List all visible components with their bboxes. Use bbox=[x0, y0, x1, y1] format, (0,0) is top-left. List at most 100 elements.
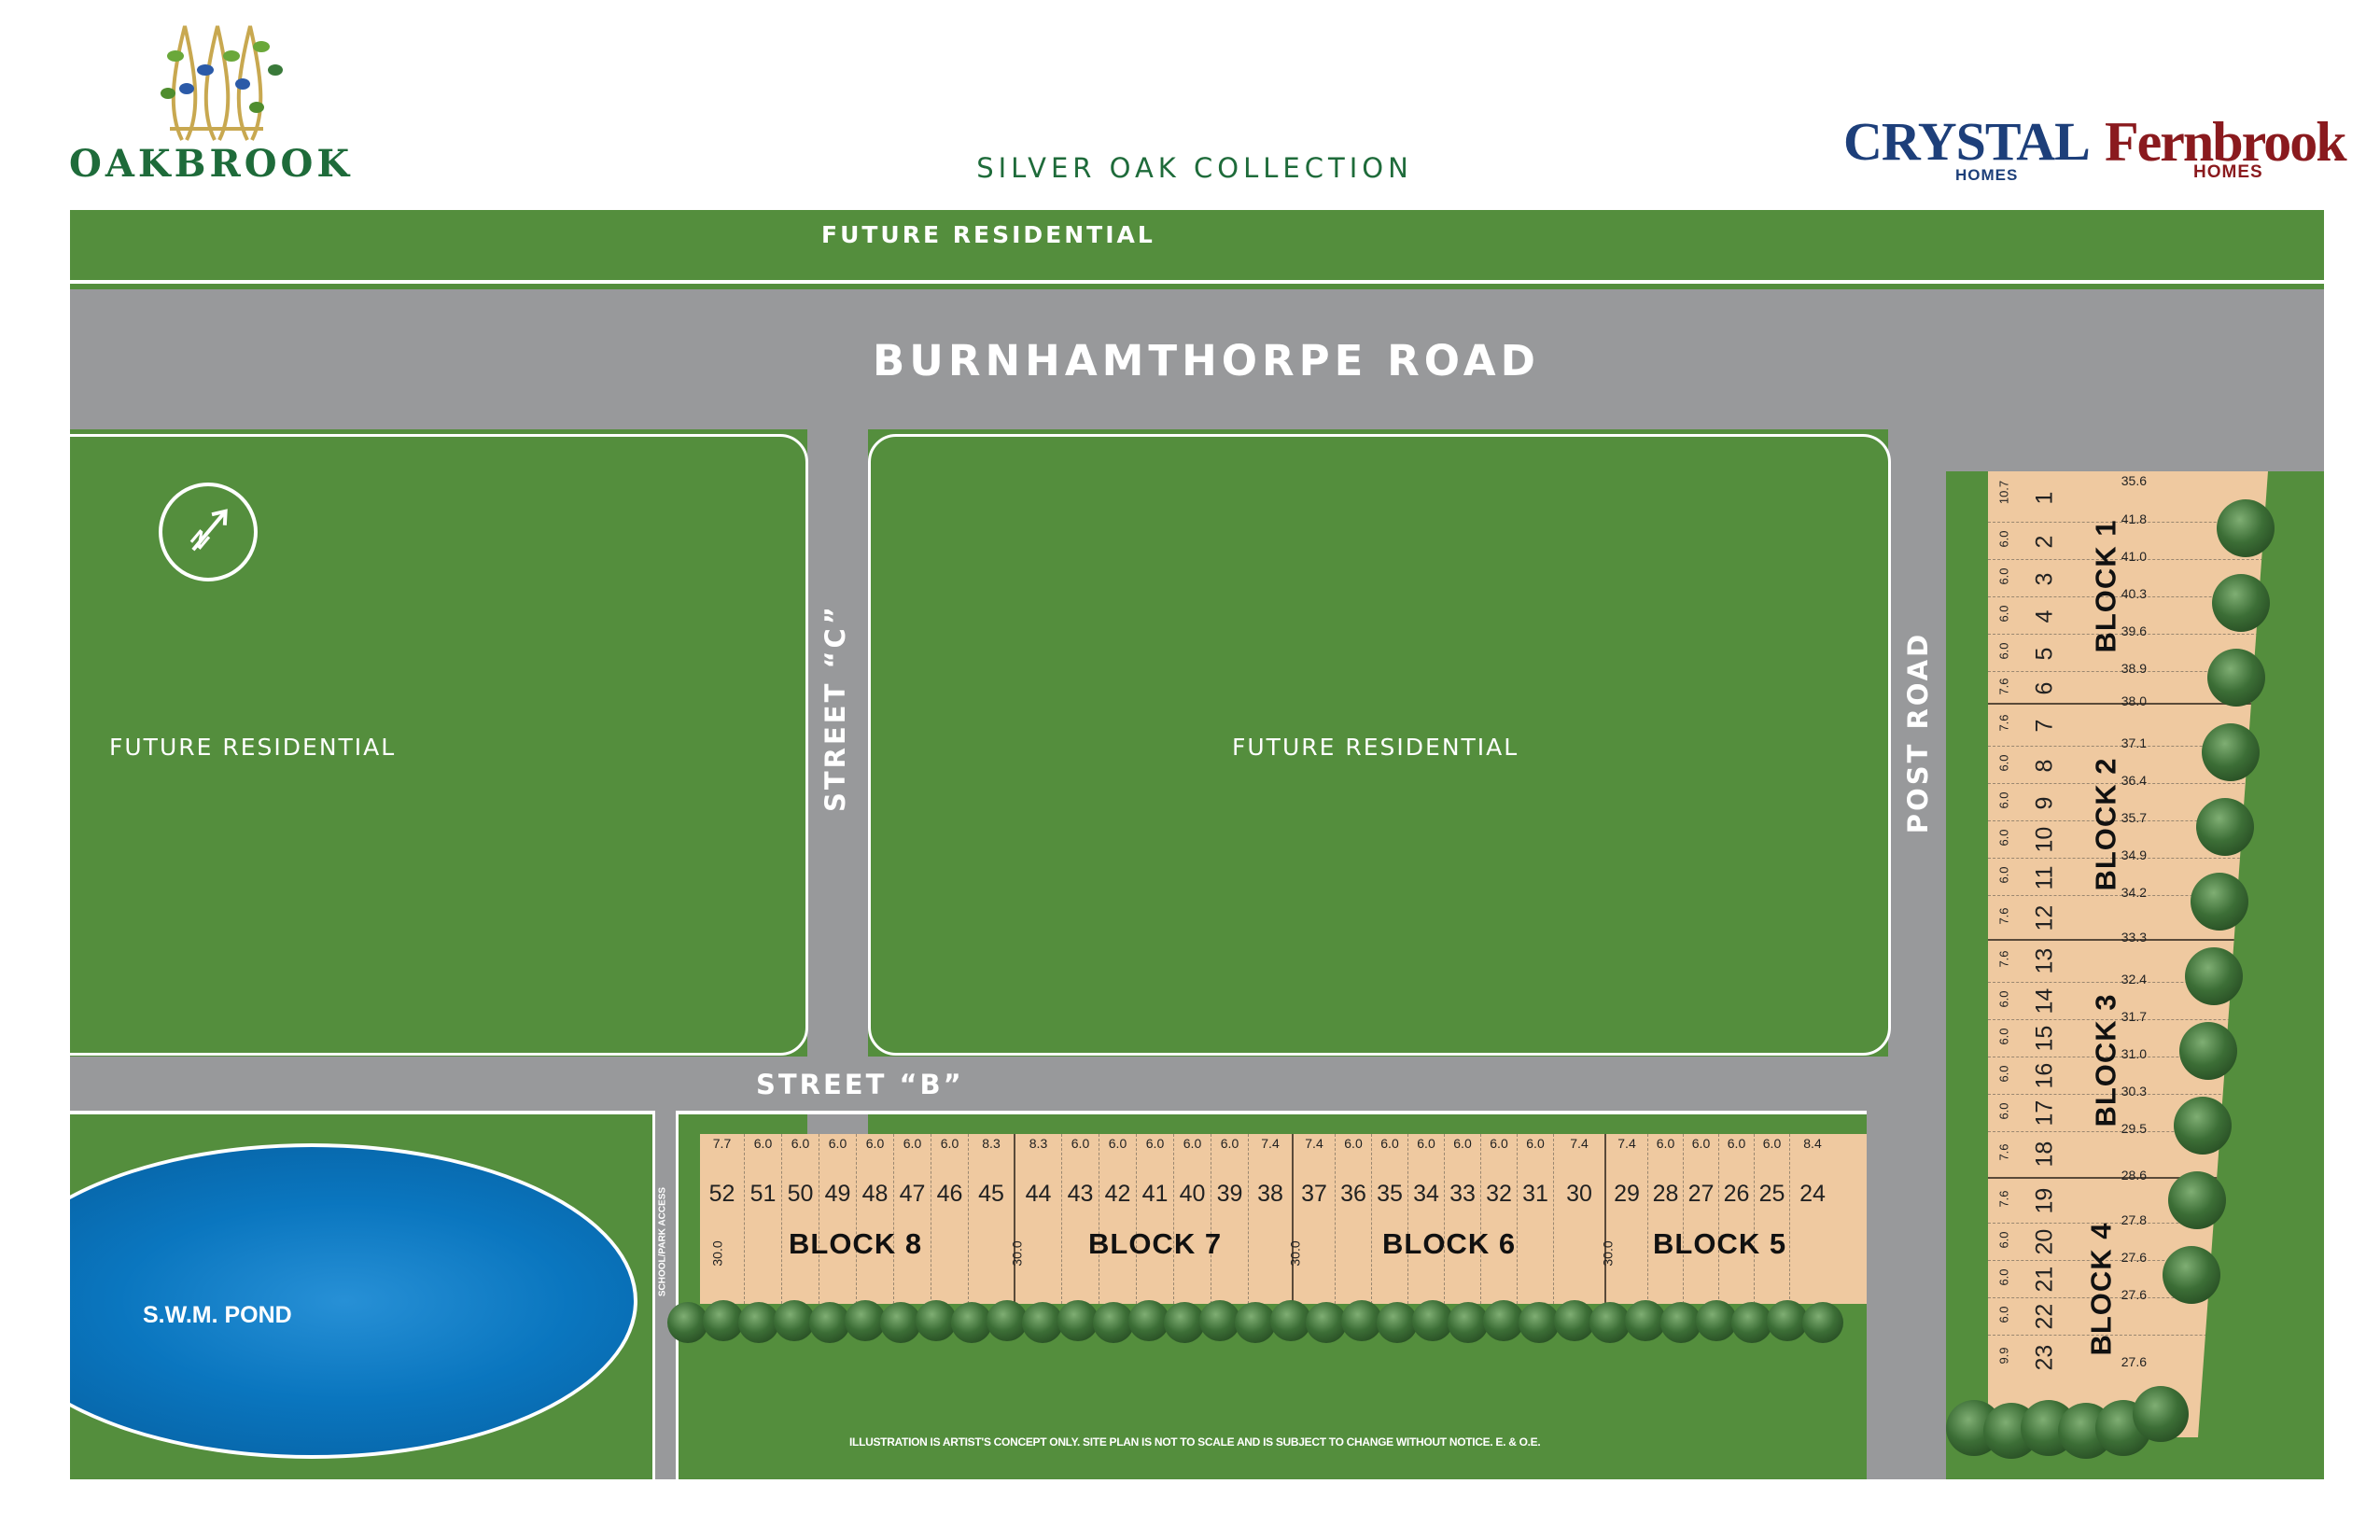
lot-number: 5 bbox=[2031, 647, 2058, 661]
lot-frontage: 6.0 bbox=[1996, 567, 2011, 585]
lot-number: 13 bbox=[2031, 947, 2058, 974]
tree-icon bbox=[1093, 1302, 1134, 1343]
tree-icon bbox=[845, 1300, 886, 1341]
lot-number: 40 bbox=[1179, 1181, 1206, 1207]
lot-depth: 31.7 bbox=[2121, 1009, 2147, 1024]
lot-frontage: 6.0 bbox=[791, 1136, 810, 1151]
tree-icon bbox=[1519, 1302, 1560, 1343]
lot-frontage: 6.0 bbox=[828, 1136, 847, 1151]
block-3-label: BLOCK 3 bbox=[2089, 993, 2122, 1127]
lot-frontage: 7.6 bbox=[1996, 714, 2011, 732]
lot-depth: 27.6 bbox=[2121, 1250, 2147, 1265]
tree-icon bbox=[1448, 1302, 1489, 1343]
lot-frontage: 6.0 bbox=[1996, 829, 2011, 847]
lot-number: 48 bbox=[861, 1181, 889, 1207]
street-b-bend bbox=[1867, 1111, 1946, 1479]
lot-number: 6 bbox=[2031, 681, 2058, 695]
tree-icon bbox=[2207, 649, 2265, 707]
street-c-label: STREET “C” bbox=[819, 604, 851, 812]
lot-frontage: 7.6 bbox=[1996, 1190, 2011, 1208]
lot-number: 43 bbox=[1067, 1181, 1094, 1207]
lot-number: 10 bbox=[2031, 826, 2058, 853]
fernbrook-homes-logo: Fernbrook HOMES bbox=[2105, 114, 2347, 189]
block-6-label: BLOCK 6 bbox=[1382, 1227, 1517, 1260]
post-road-label: POST ROAD bbox=[1902, 631, 1934, 834]
street-b bbox=[70, 1057, 1937, 1111]
tree-icon bbox=[1554, 1300, 1595, 1341]
top-boundary-line bbox=[70, 280, 2324, 284]
lot-depth: 40.3 bbox=[2121, 586, 2147, 601]
lot-depth: 36.4 bbox=[2121, 773, 2147, 788]
lot-depth: 30.3 bbox=[2121, 1084, 2147, 1099]
crystal-sub: HOMES bbox=[1955, 166, 2019, 184]
lot-frontage: 6.0 bbox=[1996, 866, 2011, 884]
lot-frontage: 6.0 bbox=[940, 1136, 959, 1151]
lot-number: 14 bbox=[2031, 987, 2058, 1015]
lot-depth: 28.6 bbox=[2121, 1168, 2147, 1183]
tree-icon bbox=[1306, 1302, 1347, 1343]
lot-depth: 34.9 bbox=[2121, 847, 2147, 862]
lot-frontage: 6.0 bbox=[1996, 791, 2011, 809]
future-residential-west-label: FUTURE RESIDENTIAL bbox=[109, 734, 397, 761]
tree-icon bbox=[1199, 1300, 1240, 1341]
lot-number: 22 bbox=[2031, 1303, 2058, 1330]
tree-icon bbox=[2196, 798, 2254, 856]
lot-number: 37 bbox=[1301, 1181, 1327, 1207]
